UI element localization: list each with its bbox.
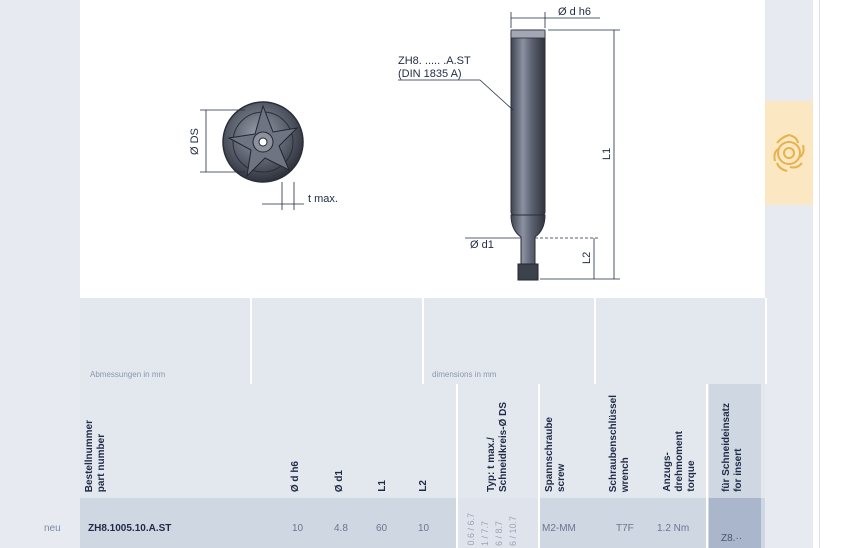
header-d1: Ø d1 — [334, 469, 345, 492]
header-l1: L1 — [377, 480, 388, 492]
header-typ: Typ: t max./Schneidkreis-Ø DS — [486, 401, 509, 492]
l2-label: L2 — [581, 252, 593, 264]
dh6-label: Ø d h6 — [558, 6, 591, 18]
callout-line2: (DIN 1835 A) — [398, 68, 462, 80]
dimensions-note-en: dimensions in mm — [432, 370, 497, 379]
milling-cutter-icon — [773, 134, 805, 172]
dim-cell-1 — [80, 298, 252, 384]
l1-label: L1 — [601, 148, 613, 160]
technical-drawing: Ø DS t max. Ø d h6 ZH8. ..... .A.ST (DIN… — [80, 0, 765, 298]
cell-part-number[interactable]: ZH8.1005.10.A.ST — [88, 523, 172, 534]
new-badge: neu — [44, 523, 61, 534]
dim-cell-3 — [424, 298, 596, 384]
dimensions-note-de: Abmessungen in mm — [90, 370, 166, 379]
column-divider — [456, 384, 458, 548]
cell-typ: 0.6 / 6.7 1 / 7.7 6 / 8.7 6 / 10.7 — [458, 498, 538, 548]
cell-insert-bg: Z8.·· — [709, 498, 761, 548]
cell-l2: 10 — [418, 523, 430, 534]
typ-value-1: 0.6 / 6.7 — [466, 513, 476, 546]
cell-torque: 1.2 Nm — [657, 523, 690, 534]
cell-d1: 4.8 — [334, 523, 348, 534]
left-margin — [0, 0, 80, 548]
right-edge-gap — [813, 0, 819, 548]
table-row: 10 4.8 60 10 M2-MM T7F 1.2 Nm — [80, 498, 765, 548]
front-view: Ø DS t max. — [189, 101, 338, 210]
column-divider — [538, 384, 540, 548]
typ-value-2: 1 / 7.7 — [480, 520, 490, 546]
ds-label: Ø DS — [189, 128, 201, 155]
d1-label: Ø d1 — [470, 239, 494, 251]
cell-wrench: T7F — [616, 523, 634, 534]
dim-cell-2 — [252, 298, 424, 384]
right-margin — [765, 0, 813, 548]
dimension-band: Abmessungen in mm dimensions in mm — [80, 298, 767, 384]
cell-l1: 60 — [376, 523, 388, 534]
dim-cell-4 — [596, 298, 767, 384]
drawing-svg: Ø DS t max. Ø d h6 ZH8. ..... .A.ST (DIN… — [189, 6, 620, 281]
callout-line1: ZH8. ..... .A.ST — [398, 55, 471, 67]
tmax-label: t max. — [308, 193, 338, 205]
cell-insert[interactable]: Z8.·· — [721, 533, 743, 544]
side-view: Ø d h6 ZH8. ..... .A.ST (DIN 1835 A) L1 … — [398, 6, 620, 281]
category-tab[interactable] — [765, 101, 813, 205]
header-dh6: Ø d h6 — [290, 460, 301, 492]
header-l2: L2 — [418, 480, 429, 492]
column-divider — [706, 384, 708, 548]
cell-dh6: 10 — [292, 523, 304, 534]
typ-value-3: 6 / 8.7 — [494, 520, 504, 546]
typ-value-4: 6 / 10.7 — [508, 515, 518, 546]
cell-screw: M2-MM — [542, 523, 576, 534]
next-page-edge — [819, 0, 841, 548]
